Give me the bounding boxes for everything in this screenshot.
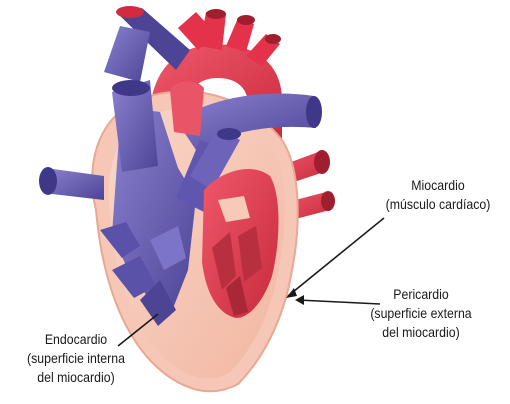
label-pericardio-title: Pericardio [355,285,487,304]
label-endocardio-desc-1: (superficie interna [9,349,143,368]
label-miocardio: Miocardio (músculo cardíaco) [376,176,499,214]
label-endocardio-desc-2: del miocardio) [9,368,143,387]
label-miocardio-title: Miocardio [376,176,499,195]
label-pericardio-desc-1: (superficie externa [355,304,487,323]
label-pericardio-desc-2: del miocardio) [355,323,487,342]
label-endocardio-title: Endocardio [9,330,143,349]
label-miocardio-desc: (músculo cardíaco) [376,195,499,214]
label-endocardio: Endocardio (superficie interna del mioca… [9,330,143,387]
label-pericardio: Pericardio (superficie externa del mioca… [355,285,487,342]
